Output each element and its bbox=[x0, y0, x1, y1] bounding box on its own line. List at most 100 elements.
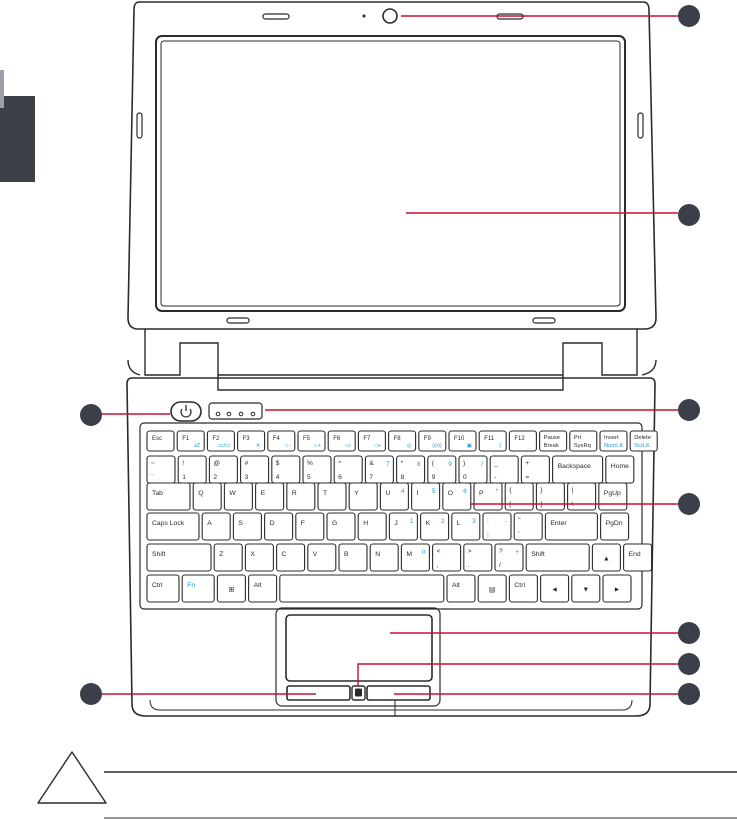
key-bottom-label: 2 bbox=[213, 474, 217, 481]
keyboard-key[interactable]: Fn bbox=[181, 574, 215, 603]
keyboard-key[interactable]: Caps Lock bbox=[146, 512, 200, 541]
keyboard-key[interactable]: F3✕ bbox=[237, 430, 266, 452]
right-touchpad-button[interactable] bbox=[366, 685, 431, 701]
keyboard-key[interactable]: <, bbox=[432, 543, 462, 572]
keyboard-key[interactable]: S bbox=[232, 512, 262, 541]
keyboard-key[interactable]: Tab bbox=[146, 482, 191, 511]
left-touchpad-button[interactable] bbox=[286, 685, 351, 701]
keyboard-key[interactable]: PgUp bbox=[598, 482, 628, 511]
key-cap bbox=[448, 430, 477, 452]
keyboard-key[interactable]: {[ bbox=[504, 482, 534, 511]
keyboard-key[interactable]: X bbox=[244, 543, 274, 572]
keyboard-key[interactable]: ?/+ bbox=[494, 543, 524, 572]
keyboard-key[interactable]: F10▣ bbox=[448, 430, 477, 452]
keyboard-key[interactable]: C bbox=[276, 543, 306, 572]
keyboard-key[interactable]: ▤ bbox=[477, 574, 507, 603]
keyboard-key[interactable]: _- bbox=[489, 455, 519, 484]
key-bottom-label: 3 bbox=[245, 474, 249, 481]
keyboard-key[interactable]: Ctrl bbox=[146, 574, 180, 603]
keyboard-key[interactable]: )0/ bbox=[458, 455, 488, 484]
keyboard-key[interactable]: F8◎ bbox=[388, 430, 417, 452]
keyboard-key[interactable]: ◄ bbox=[540, 574, 570, 603]
keyboard-key[interactable]: >. bbox=[463, 543, 493, 572]
keyboard-key[interactable]: :;- bbox=[482, 512, 512, 541]
keyboard-key[interactable]: @2 bbox=[208, 455, 238, 484]
keyboard-key[interactable]: F5☼+ bbox=[297, 430, 326, 452]
keyboard-key[interactable]: End bbox=[623, 543, 653, 572]
keyboard-key[interactable]: T bbox=[317, 482, 347, 511]
keyboard-key[interactable]: G bbox=[326, 512, 356, 541]
power-button[interactable] bbox=[170, 401, 202, 422]
keyboard-key[interactable]: ~` bbox=[146, 455, 176, 484]
keyboard-key[interactable]: Z bbox=[213, 543, 243, 572]
touchpad[interactable] bbox=[285, 614, 433, 682]
keyboard-key[interactable]: ▲ bbox=[591, 543, 621, 572]
keyboard-key[interactable]: |\ bbox=[567, 482, 597, 511]
keyboard-key[interactable]: &77 bbox=[364, 455, 394, 484]
keyboard-key[interactable]: A bbox=[201, 512, 231, 541]
keyboard-key[interactable]: P* bbox=[473, 482, 503, 511]
keyboard-key[interactable]: Y bbox=[348, 482, 378, 511]
keyboard-key[interactable]: Alt bbox=[446, 574, 476, 603]
keyboard-key[interactable]: F7◁+ bbox=[357, 430, 386, 452]
warning-triangle-icon bbox=[37, 751, 107, 804]
keyboard-key[interactable]: E bbox=[255, 482, 285, 511]
keyboard-key[interactable]: B bbox=[338, 543, 368, 572]
keyboard-key[interactable] bbox=[279, 574, 445, 603]
keyboard-key[interactable]: $4 bbox=[271, 455, 301, 484]
keyboard-key[interactable]: Shift bbox=[525, 543, 590, 572]
keyboard-key[interactable]: Enter bbox=[544, 512, 598, 541]
keyboard-key[interactable]: F4☼- bbox=[267, 430, 296, 452]
keyboard-key[interactable]: Ctrl bbox=[508, 574, 538, 603]
keyboard-key[interactable]: !1 bbox=[177, 455, 207, 484]
keyboard-key[interactable]: Q bbox=[192, 482, 222, 511]
keyboard-key[interactable]: F9((•)) bbox=[418, 430, 447, 452]
key-label: T bbox=[323, 490, 327, 497]
keyboard-key[interactable]: Home bbox=[605, 455, 635, 484]
keyboard-key[interactable]: }] bbox=[535, 482, 565, 511]
keyboard-key[interactable]: H bbox=[357, 512, 387, 541]
keyboard-key[interactable]: F6◁- bbox=[327, 430, 356, 452]
keyboard-key[interactable]: ⊞ bbox=[216, 574, 246, 603]
key-cap bbox=[240, 455, 270, 484]
keyboard-key[interactable]: Alt bbox=[248, 574, 278, 603]
keyboard-key[interactable]: "' bbox=[513, 512, 543, 541]
keyboard-key[interactable]: D bbox=[264, 512, 294, 541]
keyboard-key[interactable]: PgDn bbox=[600, 512, 630, 541]
keyboard-key[interactable]: Shift bbox=[146, 543, 212, 572]
keyboard-key[interactable]: ► bbox=[602, 574, 632, 603]
keyboard-key[interactable]: R bbox=[286, 482, 316, 511]
keyboard-key[interactable]: Backspace bbox=[552, 455, 604, 484]
keyboard-key[interactable]: (99 bbox=[427, 455, 457, 484]
keyboard-key[interactable]: += bbox=[520, 455, 550, 484]
keyboard-key[interactable]: V bbox=[307, 543, 337, 572]
touchpad-assembly bbox=[275, 607, 441, 707]
keyboard-key[interactable]: %5 bbox=[302, 455, 332, 484]
keyboard-key[interactable]: N bbox=[369, 543, 399, 572]
keyboard-key[interactable]: F2▭/▭ bbox=[206, 430, 235, 452]
keyboard-key[interactable]: F bbox=[295, 512, 325, 541]
keyboard-key[interactable]: W bbox=[223, 482, 253, 511]
keyboard-key[interactable]: F12 bbox=[508, 430, 537, 452]
keyboard-key[interactable]: #3 bbox=[240, 455, 270, 484]
keyboard-key[interactable]: *88 bbox=[396, 455, 426, 484]
key-fn-label: + bbox=[515, 549, 519, 556]
keyboard-key[interactable]: ▼ bbox=[571, 574, 601, 603]
keyboard-key[interactable]: Esc bbox=[146, 430, 175, 452]
key-bottom-label: ` bbox=[151, 474, 153, 481]
keyboard-key[interactable]: ^6 bbox=[333, 455, 363, 484]
key-label: S bbox=[238, 520, 243, 527]
